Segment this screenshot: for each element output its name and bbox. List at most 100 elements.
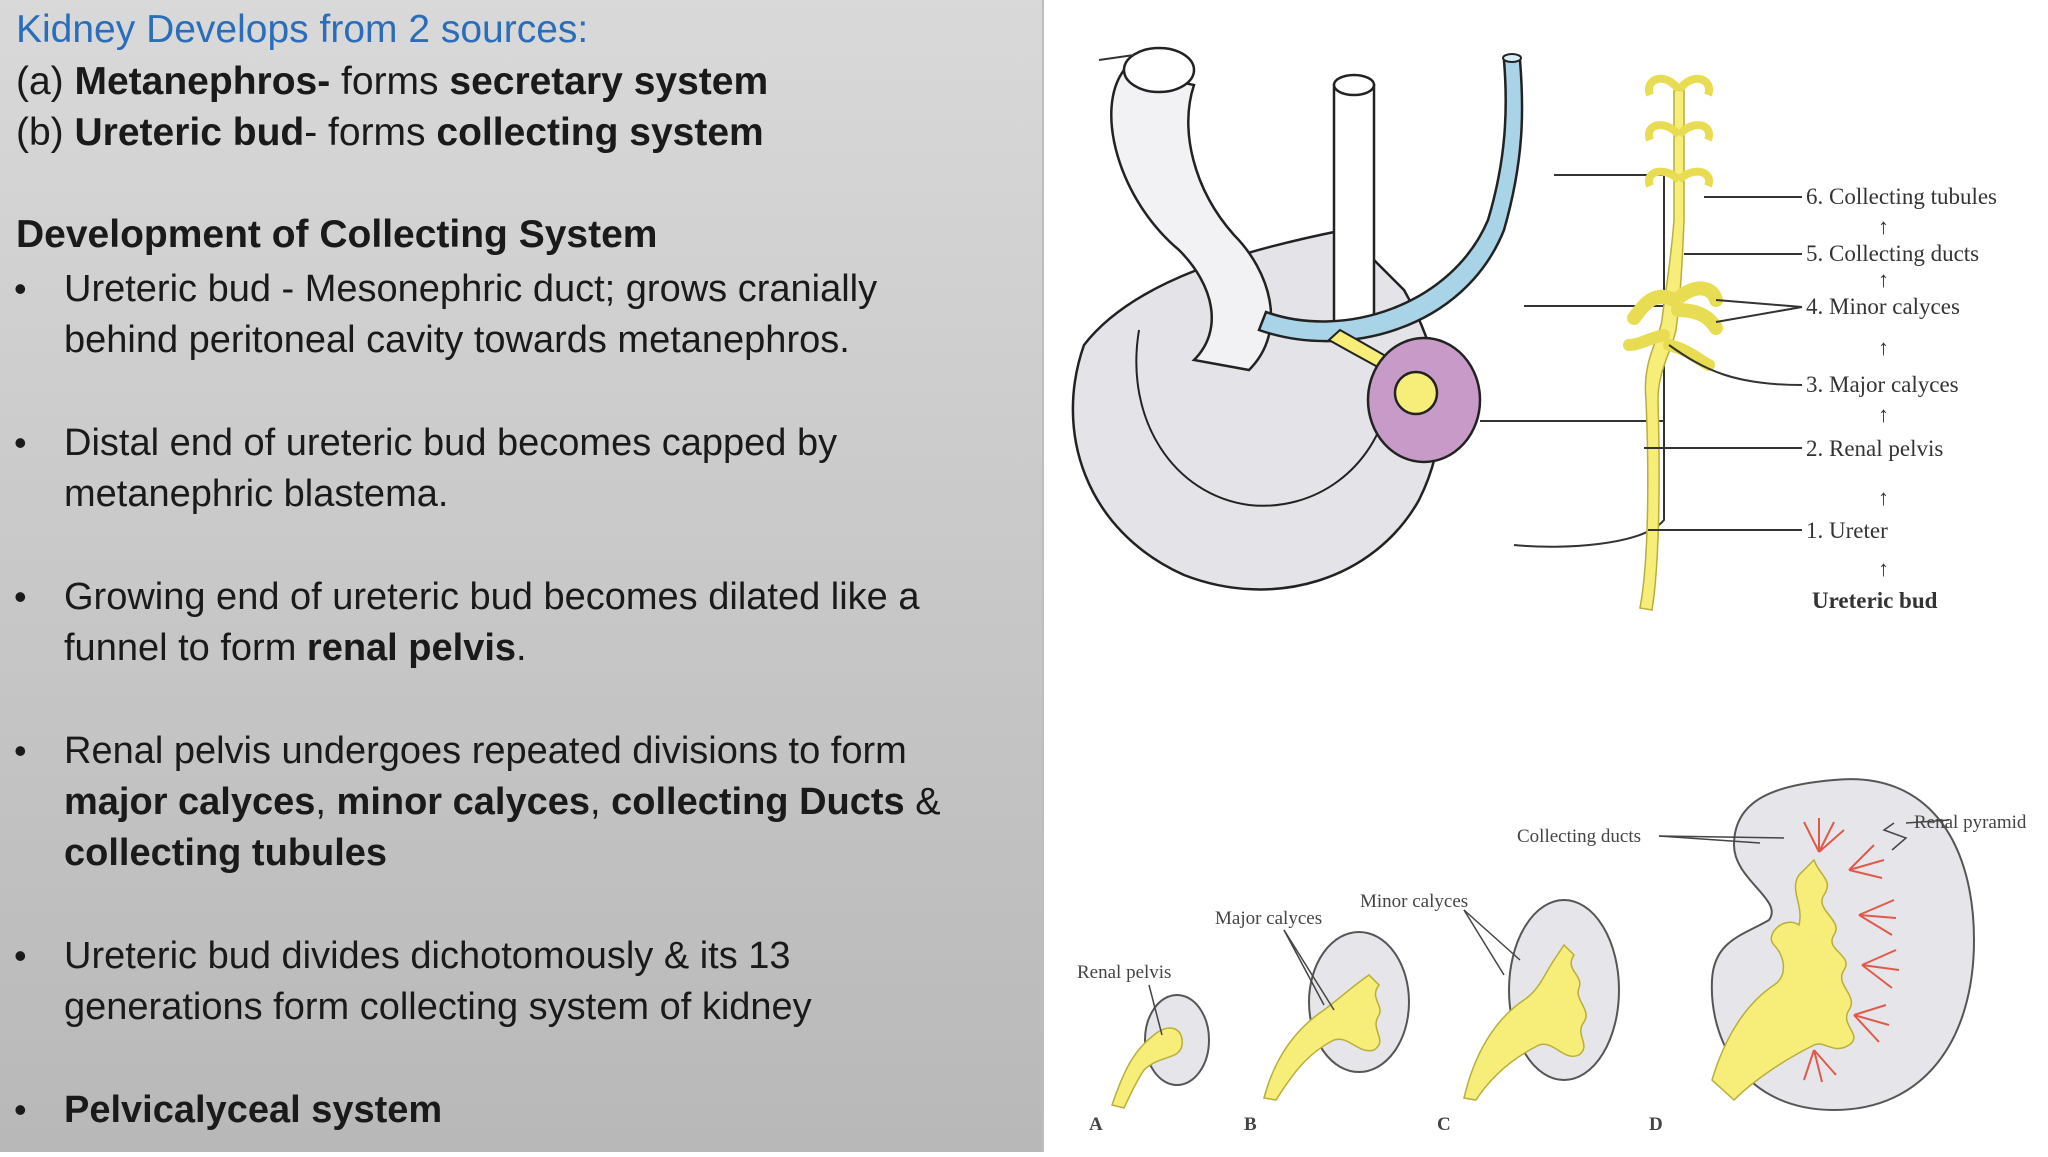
bullet-marker: •	[14, 422, 27, 463]
bullet-4-sep-2: ,	[590, 781, 612, 823]
bullet-3-term: renal pelvis	[306, 627, 517, 669]
bullet-4-term-1: major calyces	[64, 781, 316, 823]
bullet-3-line-2: funnel to form renal pelvis.	[64, 623, 919, 674]
bullet-4-term-2: minor calyces	[336, 781, 591, 823]
leader-line	[1658, 835, 1785, 839]
renal-pyramid-mark	[1803, 818, 1845, 853]
source-b-prefix: (b)	[16, 111, 75, 154]
bullet-2-line-1: Distal end of ureteric bud becomes cappe…	[64, 422, 838, 464]
hindgut-tube	[1332, 83, 1376, 332]
label-minor-calyces: 4. Minor calyces	[1806, 294, 1960, 319]
label-major-calyces-b: Major calyces	[1215, 908, 1322, 929]
leader-line	[1283, 929, 1325, 1006]
tubule-branch	[1644, 74, 1714, 97]
bullet-marker: •	[14, 1089, 27, 1130]
stage-label-d: D	[1649, 1114, 1663, 1135]
major-calyx-branch	[1623, 329, 1715, 371]
stage-label-a: A	[1089, 1114, 1103, 1135]
arrow-up: ↑	[1878, 267, 1889, 292]
leader-line	[1658, 835, 1761, 844]
bullet-5: Ureteric bud divides dichotomously & its…	[64, 931, 812, 1033]
arrow-up: ↑	[1878, 214, 1889, 239]
bullet-4-line-1: Renal pelvis undergoes repeated division…	[64, 730, 907, 772]
gut-pointer	[1098, 54, 1135, 61]
stage-label-c: C	[1437, 1114, 1451, 1135]
pelvis-stage-d	[1711, 858, 1855, 1102]
bullet-4-term-4: collecting tubules	[64, 832, 388, 874]
text-panel: Kidney Develops from 2 sources: (a) Meta…	[0, 0, 1044, 1152]
leader-line	[1905, 819, 1950, 824]
section-heading-text: Development of Collecting System	[16, 213, 658, 256]
bullet-1-line-1: Ureteric bud - Mesonephric duct; grows c…	[64, 268, 878, 310]
bullet-4-sep-1: ,	[315, 781, 337, 823]
bullet-4-post: &	[904, 781, 941, 823]
pelvis-stage-b	[1263, 974, 1381, 1101]
bullet-4: Renal pelvis undergoes repeated division…	[64, 726, 941, 879]
bullet-4-term-3: collecting Ducts	[611, 781, 905, 823]
bullet-2-line-2: metanephric blastema.	[64, 473, 449, 515]
label-collecting-tubules: 6. Collecting tubules	[1806, 184, 1997, 209]
bullet-marker: •	[14, 268, 27, 309]
ureteric-bud-diagram: 6. Collecting tubules ↑ 5. Collecting du…	[1623, 74, 1997, 613]
embryo-diagram	[1071, 46, 1665, 591]
source-a: (a) Metanephros- forms secretary system	[16, 60, 768, 104]
bullet-marker: •	[14, 576, 27, 617]
stage-label-b: B	[1244, 1114, 1257, 1135]
leader-line	[1283, 929, 1335, 1011]
bullet-5-line-1: Ureteric bud divides dichotomously & its…	[64, 935, 791, 977]
gut-tube	[1110, 68, 1273, 372]
renal-pyramids	[1803, 818, 1900, 1083]
leader-line	[1715, 299, 1803, 308]
source-b-mid: - forms	[304, 111, 437, 154]
label-collecting-ducts-d: Collecting ducts	[1517, 826, 1641, 847]
body-wall-inner	[1135, 329, 1390, 507]
bullet-2: Distal end of ureteric bud becomes cappe…	[64, 418, 837, 520]
bullet-marker: •	[14, 730, 27, 771]
pelvis-stage-a	[1111, 1027, 1183, 1109]
section-edge	[1513, 170, 1665, 548]
leader-line	[1668, 344, 1803, 386]
leader-line	[1882, 822, 1908, 851]
source-b-term: Ureteric bud	[74, 111, 305, 154]
source-b-result: collecting system	[436, 111, 764, 154]
figures-panel: 6. Collecting tubules ↑ 5. Collecting du…	[1044, 0, 2048, 1152]
label-ureter: 1. Ureter	[1806, 518, 1888, 543]
renal-pyramid-mark	[1853, 1004, 1890, 1043]
source-b: (b) Ureteric bud- forms collecting syste…	[16, 111, 764, 155]
bullet-marker: •	[14, 935, 27, 976]
gut-opening	[1122, 46, 1196, 94]
arrow-up: ↑	[1878, 335, 1889, 360]
bullet-4-line-2: major calyces, minor calyces, collecting…	[64, 777, 941, 828]
bullet-6-term: Pelvicalyceal system	[64, 1089, 443, 1131]
leader-line	[1463, 909, 1521, 961]
source-a-result: secretary system	[449, 60, 769, 103]
source-a-prefix: (a)	[16, 60, 75, 103]
bullet-4-line-3: collecting tubules	[64, 828, 941, 879]
label-minor-calyces-c: Minor calyces	[1360, 891, 1468, 912]
figures-svg: 6. Collecting tubules ↑ 5. Collecting du…	[1071, 46, 2027, 1135]
arrow-up: ↑	[1878, 485, 1889, 510]
renal-pyramid-mark	[1803, 1049, 1837, 1083]
leader-line	[1148, 984, 1163, 1036]
label-renal-pelvis-a: Renal pelvis	[1077, 962, 1171, 983]
tubule-branch	[1644, 121, 1714, 142]
bullet-1-line-2: behind peritoneal cavity towards metanep…	[64, 319, 850, 361]
stages-diagram: Collecting ducts Renal pyramid Minor cal…	[1077, 778, 2027, 1135]
renal-pyramid-mark	[1858, 899, 1897, 936]
ureteric-bud-ampulla	[1393, 370, 1439, 416]
bullet-1: Ureteric bud - Mesonephric duct; grows c…	[64, 264, 877, 366]
mesonephric-duct-end	[1502, 53, 1522, 63]
hindgut-opening	[1332, 73, 1376, 97]
bullet-3-post: .	[516, 627, 527, 669]
pelvis-stage-c	[1463, 943, 1587, 1101]
source-a-term: Metanephros-	[74, 60, 331, 103]
renal-pyramid-mark	[1848, 844, 1885, 879]
slide-title: Kidney Develops from 2 sources:	[16, 8, 589, 51]
arrow-up: ↑	[1878, 556, 1889, 581]
source-a-mid: forms	[330, 60, 450, 103]
section-heading: Development of Collecting System	[16, 213, 657, 257]
arrow-up: ↑	[1878, 402, 1889, 427]
leader-line	[1715, 306, 1803, 323]
bullet-5-line-2: generations form collecting system of ki…	[64, 986, 812, 1028]
label-collecting-ducts: 5. Collecting ducts	[1806, 241, 1979, 266]
